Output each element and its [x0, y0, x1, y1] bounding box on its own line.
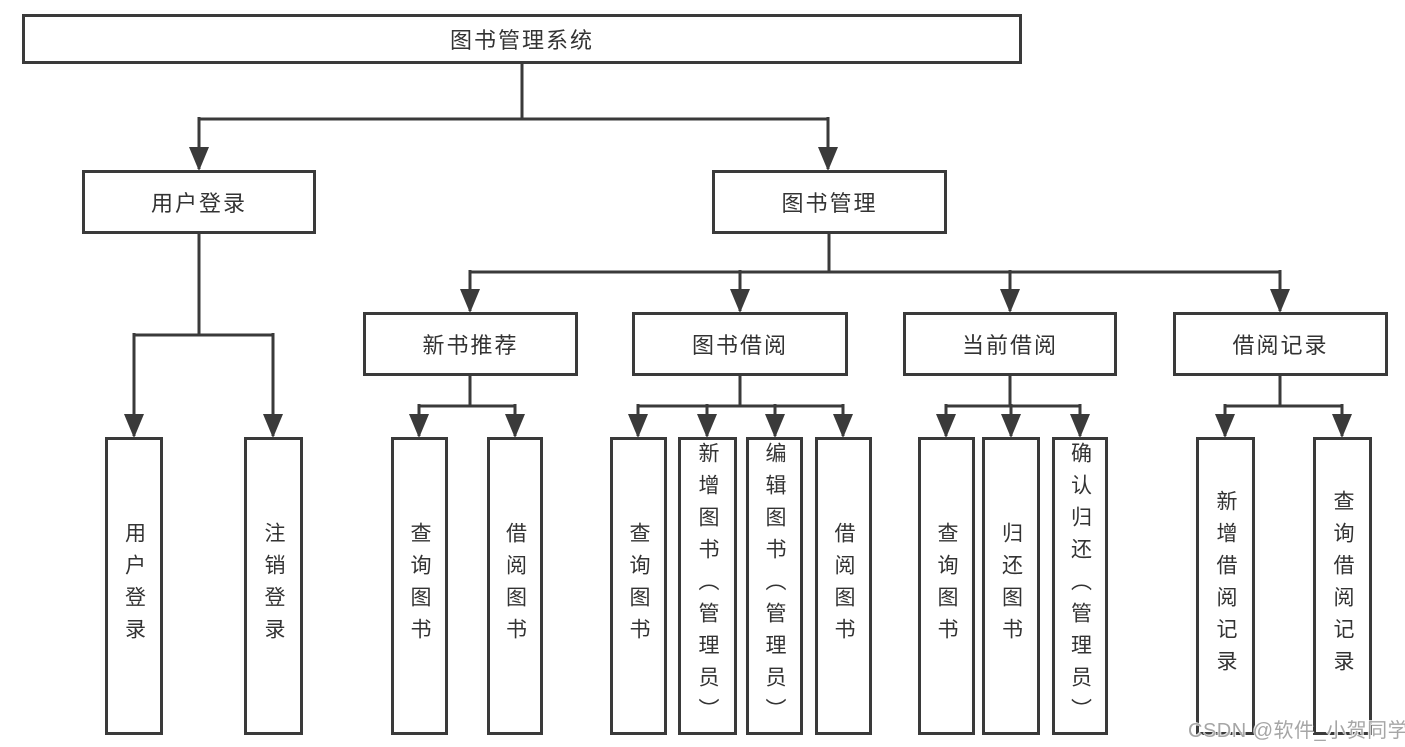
leaf-user-login: 用户登录	[105, 437, 163, 735]
node-label: 查询图书	[627, 522, 650, 650]
node-label: 编辑图书（管理员）	[763, 442, 786, 730]
node-label: 归还图书	[999, 522, 1023, 650]
node-book-borrowing: 图书借阅	[632, 312, 848, 376]
node-label: 确认归还（管理员）	[1068, 442, 1092, 730]
leaf-borrow-books-recommend: 借阅图书	[487, 437, 543, 735]
node-label: 查询图书	[408, 522, 431, 650]
node-label: 借阅图书	[503, 522, 527, 650]
node-label: 图书管理	[781, 191, 878, 216]
leaf-query-books-recommend: 查询图书	[391, 437, 448, 735]
node-label: 用户登录	[122, 522, 146, 650]
node-label: 图书管理系统	[449, 28, 594, 53]
node-label: 查询图书	[935, 522, 958, 650]
node-current-borrowing: 当前借阅	[903, 312, 1117, 376]
node-label: 当前借阅	[961, 333, 1058, 358]
node-label: 用户登录	[150, 191, 247, 216]
node-borrowing-records: 借阅记录	[1173, 312, 1388, 376]
node-new-book-recommend: 新书推荐	[363, 312, 578, 376]
leaf-edit-book-admin: 编辑图书（管理员）	[746, 437, 803, 735]
node-label: 新增图书（管理员）	[696, 442, 719, 730]
csdn-watermark: CSDN @软件_小贺同学	[1188, 720, 1405, 742]
node-label: 新增借阅记录	[1214, 490, 1237, 682]
node-user-login: 用户登录	[82, 170, 316, 234]
leaf-query-books-borrowing: 查询图书	[610, 437, 667, 735]
node-label: 借阅记录	[1232, 333, 1329, 358]
node-label: 借阅图书	[832, 522, 855, 650]
leaf-add-book-admin: 新增图书（管理员）	[678, 437, 737, 735]
node-label: 注销登录	[262, 522, 285, 650]
leaf-return-book: 归还图书	[982, 437, 1040, 735]
node-label: 查询借阅记录	[1331, 490, 1354, 682]
leaf-borrow-book: 借阅图书	[815, 437, 872, 735]
node-label: 图书借阅	[691, 333, 788, 358]
leaf-confirm-return-admin: 确认归还（管理员）	[1052, 437, 1108, 735]
leaf-logout-login: 注销登录	[244, 437, 303, 735]
node-label: 新书推荐	[422, 333, 519, 358]
leaf-query-books-current: 查询图书	[918, 437, 975, 735]
node-book-management: 图书管理	[712, 170, 947, 234]
leaf-query-borrow-record: 查询借阅记录	[1313, 437, 1372, 735]
node-root-library-system: 图书管理系统	[22, 14, 1022, 64]
leaf-add-borrow-record: 新增借阅记录	[1196, 437, 1255, 735]
